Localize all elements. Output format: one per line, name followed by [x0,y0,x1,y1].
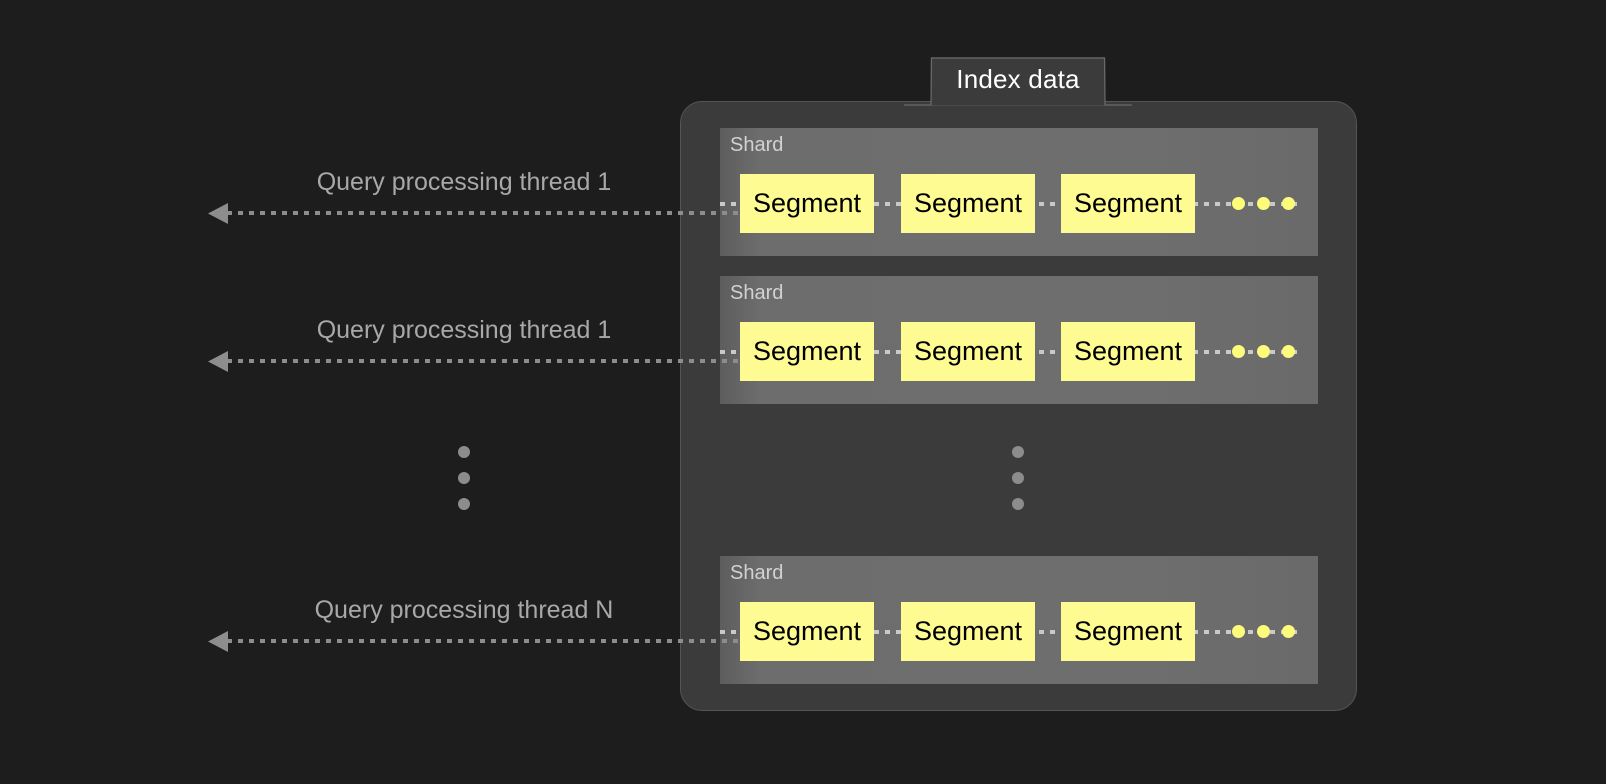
segment-box: Segment [1061,602,1195,661]
shard-row-3: Shard Segment Segment Segment [720,556,1318,684]
query-thread-line [227,211,749,215]
ellipsis-dot [458,498,470,510]
arrow-left-icon [208,351,228,372]
ellipsis-dot [1012,472,1024,484]
ellipsis-dot [1012,446,1024,458]
query-thread-line [227,639,749,643]
query-thread-label: Query processing thread 1 [316,168,612,196]
more-segments-dot [1282,625,1295,638]
ellipsis-dot [1012,498,1024,510]
more-segments-dot [1282,197,1295,210]
query-thread-label: Query processing thread N [314,596,614,624]
more-segments-dot [1257,345,1270,358]
shard-label: Shard [730,562,784,584]
arrow-left-icon [208,203,228,224]
segment-box: Segment [901,322,1035,381]
arrow-left-icon [208,631,228,652]
more-segments-dot [1232,345,1245,358]
ellipsis-dot [458,446,470,458]
segment-box: Segment [901,174,1035,233]
tab-shape-icon [904,57,1132,106]
segment-box: Segment [740,322,874,381]
shard-label: Shard [730,134,784,156]
segment-box: Segment [1061,174,1195,233]
query-thread-line [227,359,749,363]
shard-label: Shard [730,282,784,304]
segment-box: Segment [1061,322,1195,381]
shard-row-1: Shard Segment Segment Segment [720,128,1318,256]
more-segments-dot [1282,345,1295,358]
more-segments-dot [1232,625,1245,638]
index-data-tab: Index data [903,54,1133,106]
segment-box: Segment [740,602,874,661]
segment-box: Segment [901,602,1035,661]
segment-box: Segment [740,174,874,233]
ellipsis-dot [458,472,470,484]
more-segments-dot [1232,197,1245,210]
query-thread-label: Query processing thread 1 [316,316,612,344]
shard-row-2: Shard Segment Segment Segment [720,276,1318,404]
more-segments-dot [1257,625,1270,638]
more-segments-dot [1257,197,1270,210]
